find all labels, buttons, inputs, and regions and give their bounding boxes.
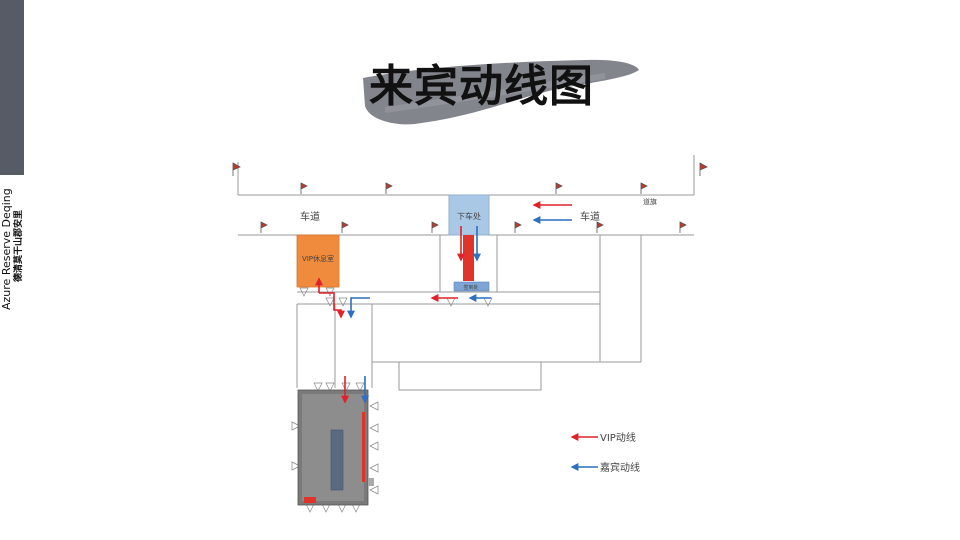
page-title: 来宾动线图 (369, 61, 594, 112)
gate-markers (291, 287, 493, 513)
road-label-left: 车道 (300, 210, 320, 223)
checkin-desk (453, 281, 490, 292)
vip-route (315, 201, 572, 404)
dropoff-label: 下车处 (457, 211, 481, 221)
legend: VIP动线 嘉宾动线 (570, 431, 640, 474)
legend-item-guest: 嘉宾动线 (570, 461, 640, 474)
dropoff-zone (448, 194, 490, 236)
guest-route (347, 216, 572, 404)
vip-lounge-label: VIP休息室 (302, 254, 334, 263)
road-flags (232, 162, 708, 233)
legend-label-guest: 嘉宾动线 (600, 461, 640, 474)
legend-label-vip: VIP动线 (600, 431, 636, 444)
road-label-right: 车道 (580, 210, 600, 223)
checkin-label: 签到处 (463, 284, 478, 291)
sidebar-bar (0, 0, 24, 175)
banquet-hall (297, 389, 374, 506)
brush-stroke (363, 59, 639, 125)
flag-label: 道旗 (643, 197, 657, 206)
red-carpet (463, 235, 474, 281)
legend-item-vip: VIP动线 (570, 431, 636, 444)
title-area: 来宾动线图 (355, 40, 645, 130)
